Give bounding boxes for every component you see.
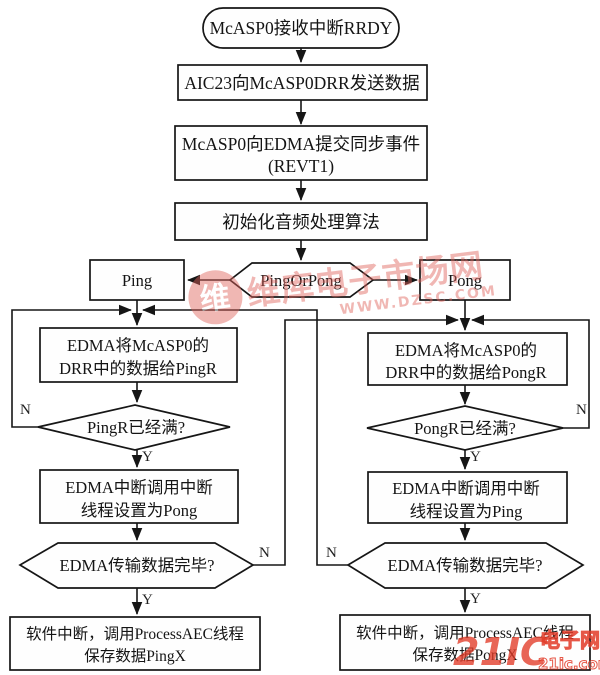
sync-label-line2: (REVT1) xyxy=(268,156,334,176)
left-save-box xyxy=(9,616,261,671)
left-fill-line1: EDMA将McASP0的 xyxy=(67,336,209,355)
ping-label: Ping xyxy=(122,271,152,290)
dzsc-logo-circle-icon xyxy=(188,270,243,325)
left-fill-box xyxy=(39,327,238,383)
left-full-no-label: N xyxy=(20,402,31,418)
left-done-no-label: N xyxy=(259,545,270,561)
right-done-no-label: N xyxy=(326,545,337,561)
left-save-line1: 软件中断，调用ProcessAEC线程 xyxy=(26,625,244,643)
pong-label: Pong xyxy=(448,271,482,290)
ping-box xyxy=(89,259,185,301)
right-done-label: EDMA传输数据完毕? xyxy=(388,556,543,575)
right-fill-line2: DRR中的数据给PongR xyxy=(385,363,546,382)
right-save-line2: 保存数据PongX xyxy=(412,646,517,664)
branch-label: PingOrPong xyxy=(260,271,342,290)
loop-right-done-to-ping-side xyxy=(142,304,348,566)
right-interrupt-box xyxy=(367,471,568,524)
start-terminator xyxy=(202,7,400,49)
left-interrupt-line1: EDMA中断调用中断 xyxy=(65,478,213,497)
send-process-box xyxy=(177,64,428,101)
right-full-no-label: N xyxy=(576,402,587,418)
sync-label-line1: McASP0向EDMA提交同步事件 xyxy=(182,134,420,154)
left-full-yes-label: Y xyxy=(142,449,153,465)
init-process-box xyxy=(174,202,428,241)
left-done-yes-label: Y xyxy=(142,592,153,608)
loop-left-done-to-pong-side xyxy=(253,314,459,566)
right-save-box xyxy=(339,614,591,671)
pong-box xyxy=(419,259,511,301)
dzsc-watermark: 维 维库电子市场网 WWW.DZSC.COM xyxy=(188,246,498,325)
dzsc-logo-glyph: 维 xyxy=(198,280,233,319)
init-label: 初始化音频处理算法 xyxy=(222,212,380,232)
left-save-line2: 保存数据PingX xyxy=(84,647,186,665)
start-label: McASP0接收中断RRDY xyxy=(210,18,393,38)
right-done-decision xyxy=(346,542,585,589)
left-full-label: PingR已经满? xyxy=(87,418,185,437)
right-fill-line1: EDMA将McASP0的 xyxy=(395,341,537,360)
left-fill-line2: DRR中的数据给PingR xyxy=(59,359,217,378)
21ic-line2-text: 21ic.com xyxy=(538,655,600,673)
21ic-watermark: 21IC 电子网 21ic.com xyxy=(453,628,600,675)
left-interrupt-line2: 线程设置为Pong xyxy=(81,501,197,520)
send-label: AIC23向McASP0DRR发送数据 xyxy=(184,73,419,93)
right-fill-box xyxy=(367,332,568,386)
left-done-decision xyxy=(18,542,255,589)
21ic-logo-text: 21IC xyxy=(453,630,548,674)
21ic-line1-text: 电子网 xyxy=(540,628,600,652)
right-full-yes-label: Y xyxy=(470,449,481,465)
right-interrupt-line1: EDMA中断调用中断 xyxy=(392,479,540,498)
sync-process-box xyxy=(174,125,428,181)
loop-pongr-not-full xyxy=(471,314,590,429)
connector-lines xyxy=(11,48,590,615)
left-done-label: EDMA传输数据完毕? xyxy=(60,556,215,575)
left-full-decision xyxy=(37,404,231,451)
right-interrupt-line2: 线程设置为Ping xyxy=(410,502,523,521)
branch-decision-hexagon xyxy=(228,262,375,298)
left-interrupt-box xyxy=(39,469,239,524)
right-save-line1: 软件中断，调用ProcessAEC线程 xyxy=(356,624,574,642)
loop-pingr-not-full xyxy=(11,304,132,428)
right-full-label: PongR已经满? xyxy=(414,419,516,438)
right-full-decision xyxy=(366,405,564,451)
right-done-yes-label: Y xyxy=(470,591,481,607)
